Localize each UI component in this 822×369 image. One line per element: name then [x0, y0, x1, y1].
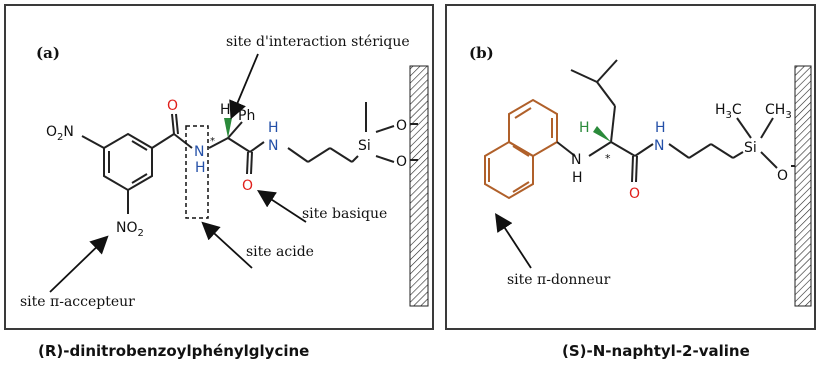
- oxygen-top-a: O: [396, 118, 407, 134]
- phenyl-label: Ph: [238, 108, 255, 124]
- basic-site-arrow: [256, 190, 307, 223]
- silica-surface-a: [409, 65, 429, 307]
- dinitrobenzene-ring: [81, 132, 175, 214]
- stereo-wedge-a: [224, 118, 232, 138]
- panel-a-letter: (a): [36, 44, 60, 62]
- amide-n-b: N: [654, 138, 664, 154]
- basic-site-label: site basique: [302, 206, 387, 222]
- amide-h-2: H: [268, 120, 279, 136]
- stereo-star-a: *: [210, 136, 215, 147]
- panel-a-structure: (a): [20, 34, 429, 310]
- donor-site-arrow: [495, 212, 532, 269]
- silica-surface-b: [794, 65, 812, 307]
- naphthyl-n-bond: [556, 141, 576, 157]
- donor-site-label: site π-donneur: [507, 272, 611, 288]
- oxygen-bottom-a: O: [396, 154, 407, 170]
- acid-site-box: [185, 125, 209, 219]
- caption-a: (R)-dinitrobenzoylphénylglycine: [38, 342, 310, 360]
- naphthalene-ring: [484, 98, 558, 200]
- panel-b-structure: (b): [469, 44, 812, 307]
- carbonyl-oxygen-2: O: [242, 178, 253, 194]
- stereo-wedge-b: [593, 126, 611, 142]
- silicon-b: Si: [744, 140, 757, 156]
- backbone-bonds-a: [208, 102, 418, 175]
- acceptor-site-label: site π-accepteur: [20, 294, 135, 310]
- oxygen-b: O: [777, 168, 788, 184]
- acid-site-arrow: [201, 221, 253, 269]
- panel-b-letter: (b): [469, 44, 494, 62]
- amide-h-1: H: [195, 160, 206, 176]
- phenyl-bond: [227, 121, 243, 139]
- ch3-label: CH3: [765, 102, 792, 121]
- silicon-a: Si: [358, 138, 371, 154]
- amine-h-b: H: [572, 170, 583, 186]
- stereo-star-b: *: [605, 152, 611, 165]
- carbonyl-oxygen-b: O: [629, 186, 640, 202]
- amide-n-2: N: [268, 138, 278, 154]
- carbonyl-1-bonds: [171, 113, 193, 149]
- steric-site-label: site d'interaction stérique: [226, 34, 410, 50]
- panel-a: (a): [4, 4, 434, 330]
- carbonyl-oxygen-1: O: [167, 98, 178, 114]
- amide-n-1: N: [194, 144, 204, 160]
- amide-h-b: H: [655, 120, 666, 136]
- h3c-label: H3C: [715, 102, 742, 121]
- acid-site-label: site acide: [246, 244, 314, 260]
- o2n-label: O2N: [46, 124, 74, 143]
- alpha-hydrogen-a: H: [220, 102, 231, 118]
- backbone-bonds-b: [570, 59, 795, 183]
- alpha-hydrogen-b: H: [579, 120, 590, 136]
- acceptor-site-arrow: [49, 235, 109, 293]
- amine-n-b: N: [571, 152, 581, 168]
- panel-b: (b): [445, 4, 816, 330]
- steric-site-arrow: [229, 53, 259, 120]
- no2-label: NO2: [116, 220, 144, 239]
- caption-b: (S)-N-naphtyl-2-valine: [562, 342, 750, 360]
